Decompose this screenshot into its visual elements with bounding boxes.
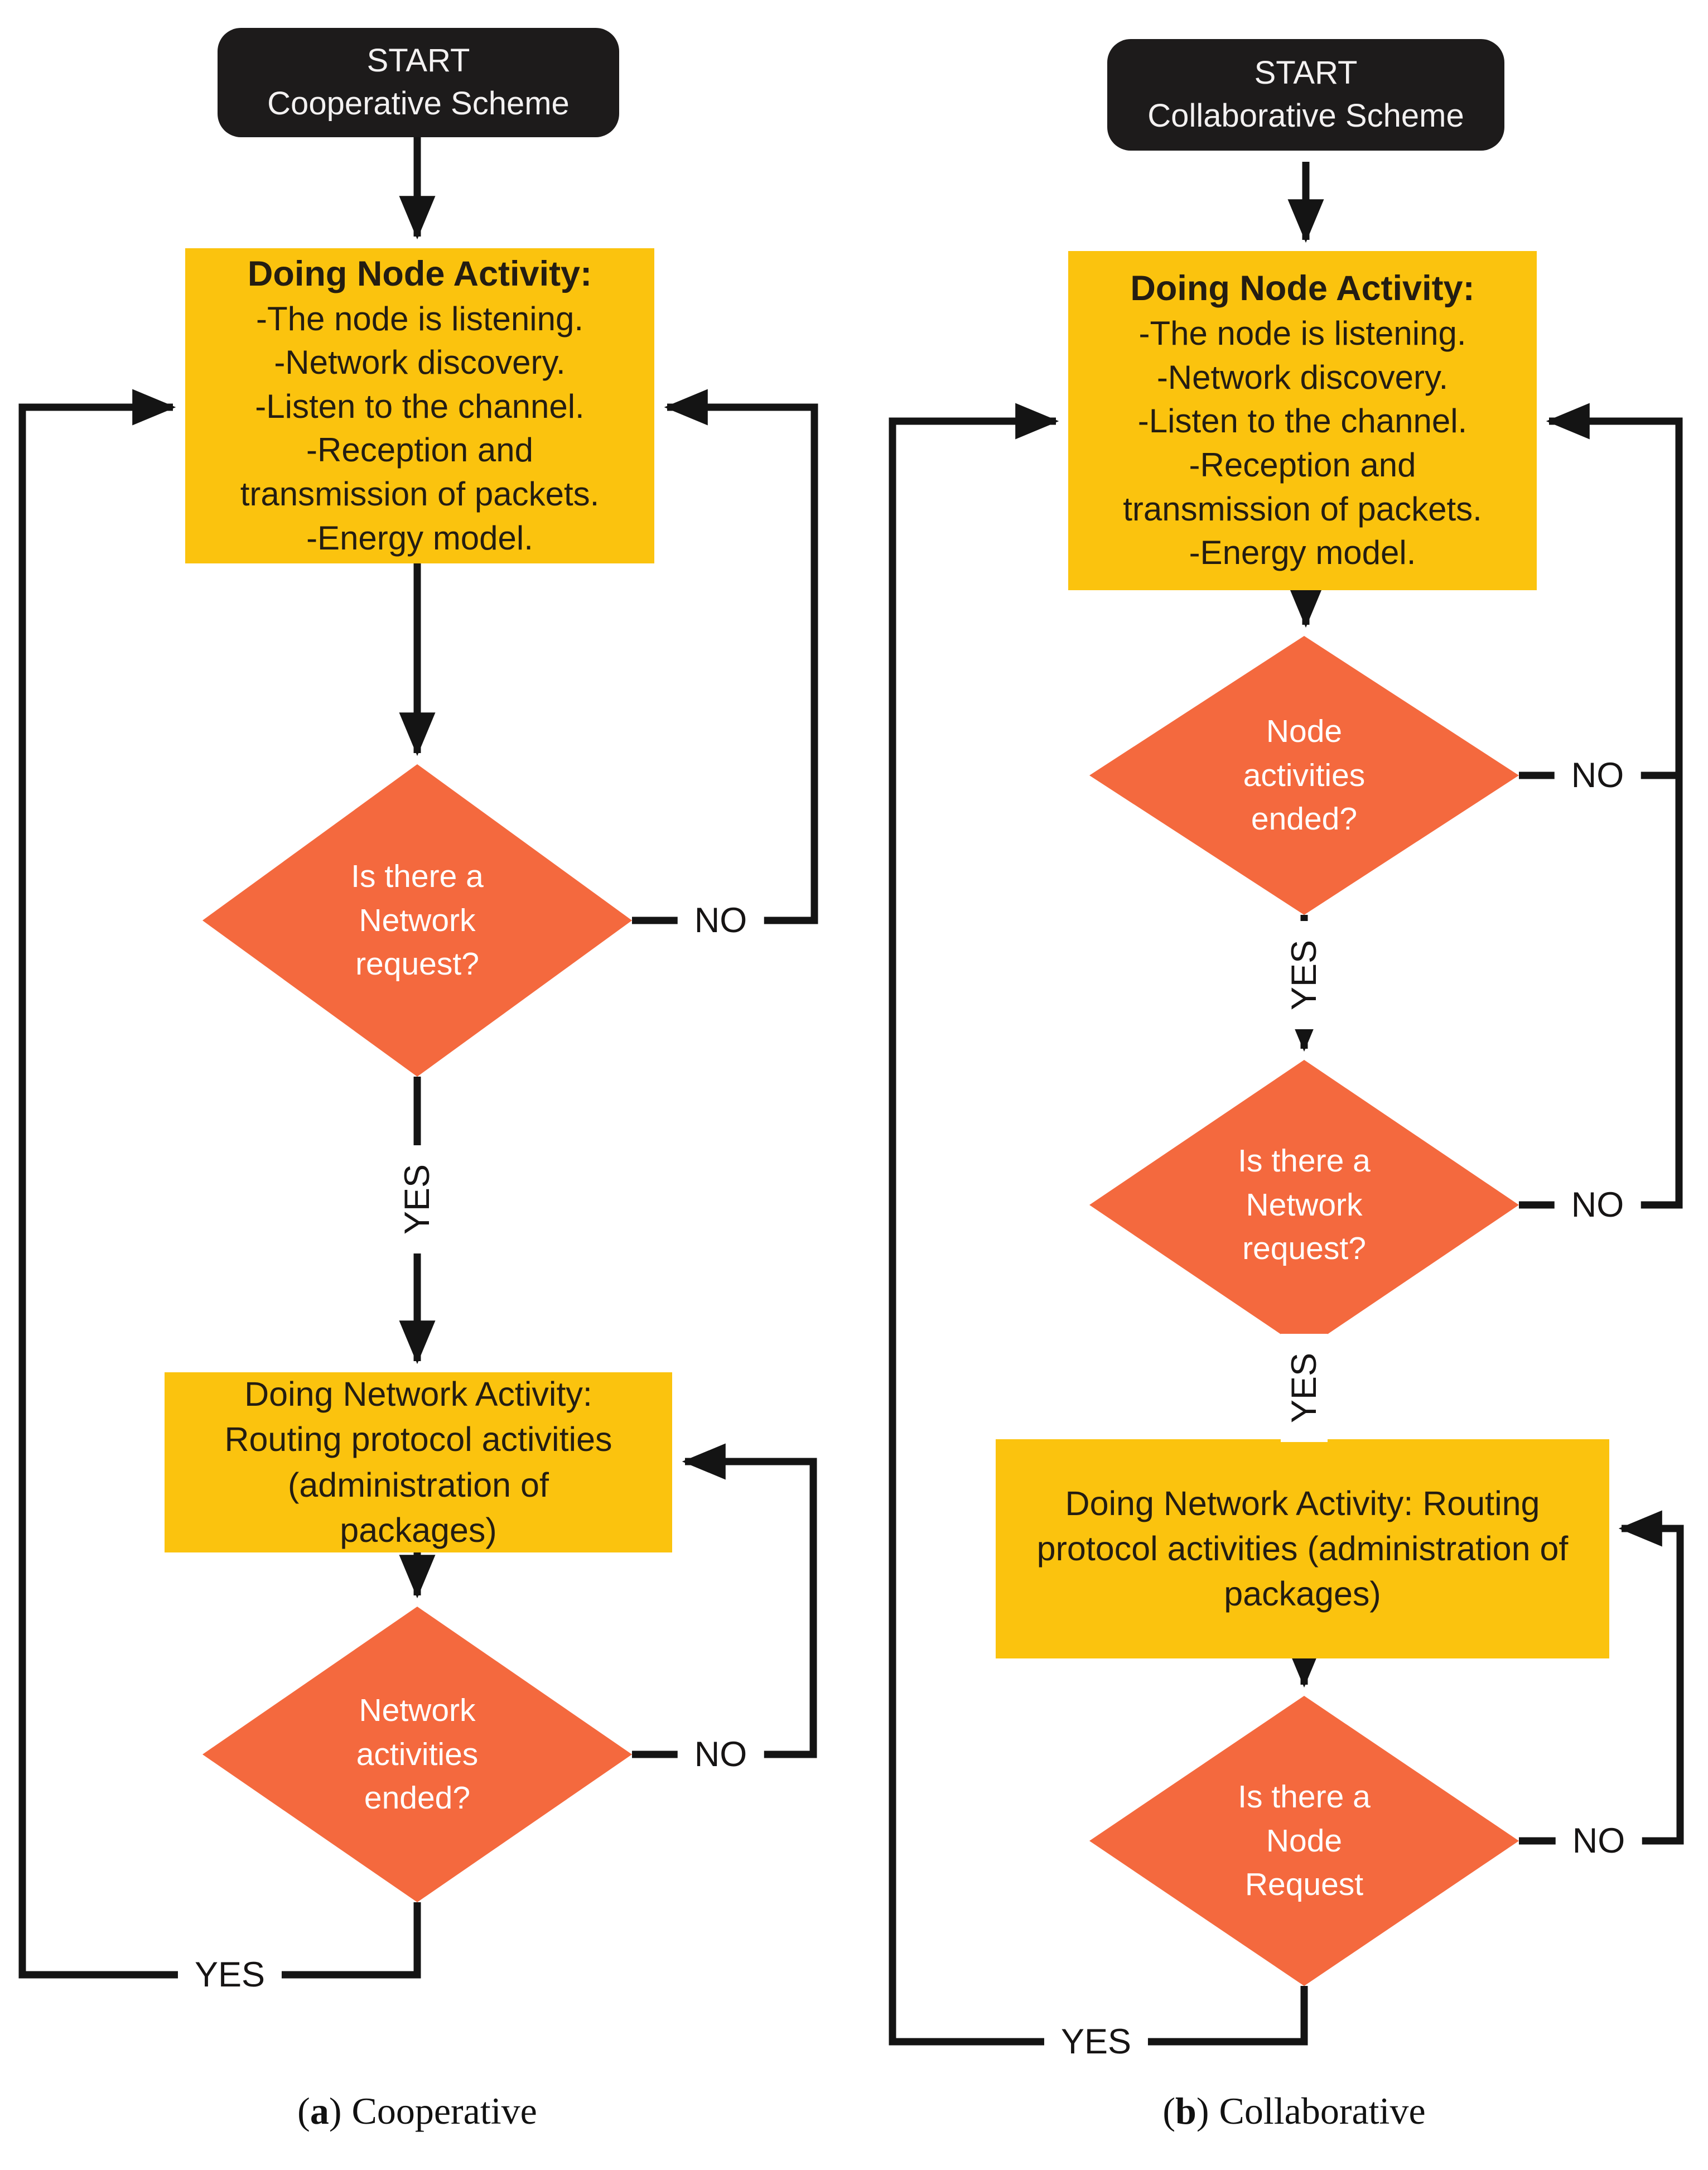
edge-label-no-network-request-b: NO [1554,1182,1641,1228]
edge-b-yes-node-request-loop [889,403,1308,2046]
terminator-start-cooperative: START Cooperative Scheme [218,28,619,137]
decision-network-request-b-text: Is there a Network request? [1238,1143,1371,1267]
edge-label-no-network-request-a: NO [677,897,764,944]
caption-b-text: Collaborative [1219,2090,1426,2132]
decision-network-ended-a-text: Network activities ended? [356,1692,479,1816]
edge-label-no-node-request-b: NO [1555,1817,1642,1864]
edge-b-right-rail-loop [1519,403,1683,1209]
caption-a-paren-close: ) [329,2090,342,2132]
process-network-activity-b: Doing Network Activity: Routing protocol… [996,1439,1609,1658]
edge-label-no-node-ended-b: NO [1554,752,1641,799]
decision-network-request-a-text: Is there a Network request? [351,859,484,982]
process-network-activity-a-text: Doing Network Activity: Routing protocol… [224,1375,612,1549]
decision-node-ended-b-text: Node activities ended? [1243,713,1366,837]
caption-b: (b)Collaborative [1162,2089,1425,2133]
edge-label-yes-node-ended-b: YES [1281,920,1328,1030]
terminator-start-collaborative: START Collaborative Scheme [1107,39,1504,151]
process-network-activity-a: Doing Network Activity: Routing protocol… [165,1372,672,1552]
edge-label-yes-network-ended-a: YES [177,1951,282,1998]
caption-b-paren-open: ( [1162,2090,1176,2132]
edge-label-yes-node-request-b: YES [1044,2018,1149,2065]
caption-a-letter: a [310,2090,329,2132]
process-node-activity-a-body: -The node is listening. -Network discove… [240,300,600,557]
caption-a-paren-open: ( [297,2090,310,2132]
decision-node-request-b-text: Is there a Node Request [1238,1779,1371,1903]
edge-label-no-network-ended-a: NO [677,1731,764,1778]
process-network-activity-b-text: Doing Network Activity: Routing protocol… [1036,1484,1569,1613]
process-node-activity-a: Doing Node Activity: -The node is listen… [185,248,654,563]
caption-b-letter: b [1175,2090,1196,2132]
caption-a-text: Cooperative [351,2090,537,2132]
edge-a-no-request-loop [632,389,818,924]
caption-b-paren-close: ) [1196,2090,1209,2132]
caption-a: (a)Cooperative [297,2089,537,2133]
process-node-activity-b: Doing Node Activity: -The node is listen… [1068,251,1537,590]
edge-a-yes-ended-loop [18,389,421,1979]
process-node-activity-a-title: Doing Node Activity: [247,254,592,293]
process-node-activity-b-body: -The node is listening. -Network discove… [1123,315,1482,572]
edge-label-yes-network-request-b: YES [1281,1333,1328,1443]
edge-label-yes-network-request-a: YES [394,1145,441,1254]
process-node-activity-b-title: Doing Node Activity: [1130,269,1475,308]
